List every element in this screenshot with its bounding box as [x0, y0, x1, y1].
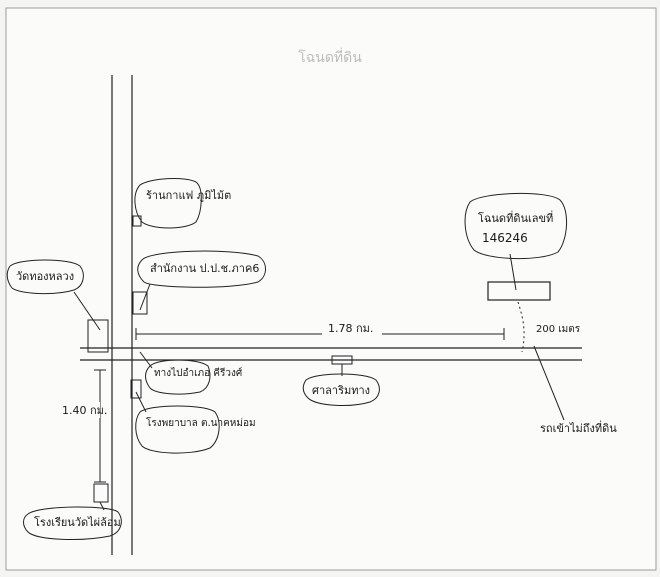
hospital-pointer [135, 391, 147, 413]
district-bubble [145, 359, 211, 395]
entrance-pointer [533, 345, 565, 421]
coffee-shop-label-1: ร้านกาแฟ ภูมิไม้ต [146, 189, 231, 202]
access-path [517, 301, 525, 353]
school-pointer [99, 501, 105, 511]
temple-label: วัดทองหลวง [16, 270, 74, 283]
hospital-bubble [135, 405, 220, 454]
vertical-distance-label-bg [58, 402, 100, 418]
temple-pointer [73, 291, 101, 331]
office-marker [132, 291, 148, 315]
parcel-pointer [509, 253, 517, 291]
school-bubble [23, 506, 122, 540]
faint-title: โฉนดที่ดิน [298, 48, 362, 66]
office-label: สำนักงาน ป.ป.ช.ภาค6 [150, 262, 259, 275]
entrance-label: รถเข้าไม่ถึงที่ดิน [540, 420, 617, 435]
office-bubble [137, 250, 266, 288]
parcel-label-2: 146246 [482, 231, 528, 245]
district-label: ทางไปอำเภอ คีรีวงศ์ [154, 367, 243, 379]
temple-marker [87, 319, 109, 353]
parcel-bubble [464, 193, 567, 259]
map-paper [5, 7, 657, 571]
parcel-label-1: โฉนดที่ดินเลขที่ [478, 210, 553, 225]
parcel-marker [487, 281, 551, 301]
hospital-label: โรงพยาบาล ต.นาคหม่อม [146, 416, 256, 429]
temple-bubble [6, 259, 84, 295]
access-distance-label: 200 เมตร [536, 324, 581, 335]
coffee-shop-bubble [134, 177, 202, 229]
school-marker [93, 483, 109, 503]
coffee-shop-marker [132, 215, 142, 227]
bus-stop-label: ศาลาริมทาง [312, 384, 370, 397]
hospital-marker [130, 379, 142, 399]
bus-stop-bubble [302, 373, 380, 406]
school-label: โรงเรียนวัดไผ่ล้อม [34, 515, 121, 529]
horizontal-distance-label: 1.78 กม. [328, 322, 373, 335]
horizontal-distance-label-bg [322, 320, 382, 336]
vertical-distance-label: 1.40 กม. [62, 404, 107, 417]
district-pointer [139, 351, 153, 369]
office-pointer [139, 283, 151, 311]
